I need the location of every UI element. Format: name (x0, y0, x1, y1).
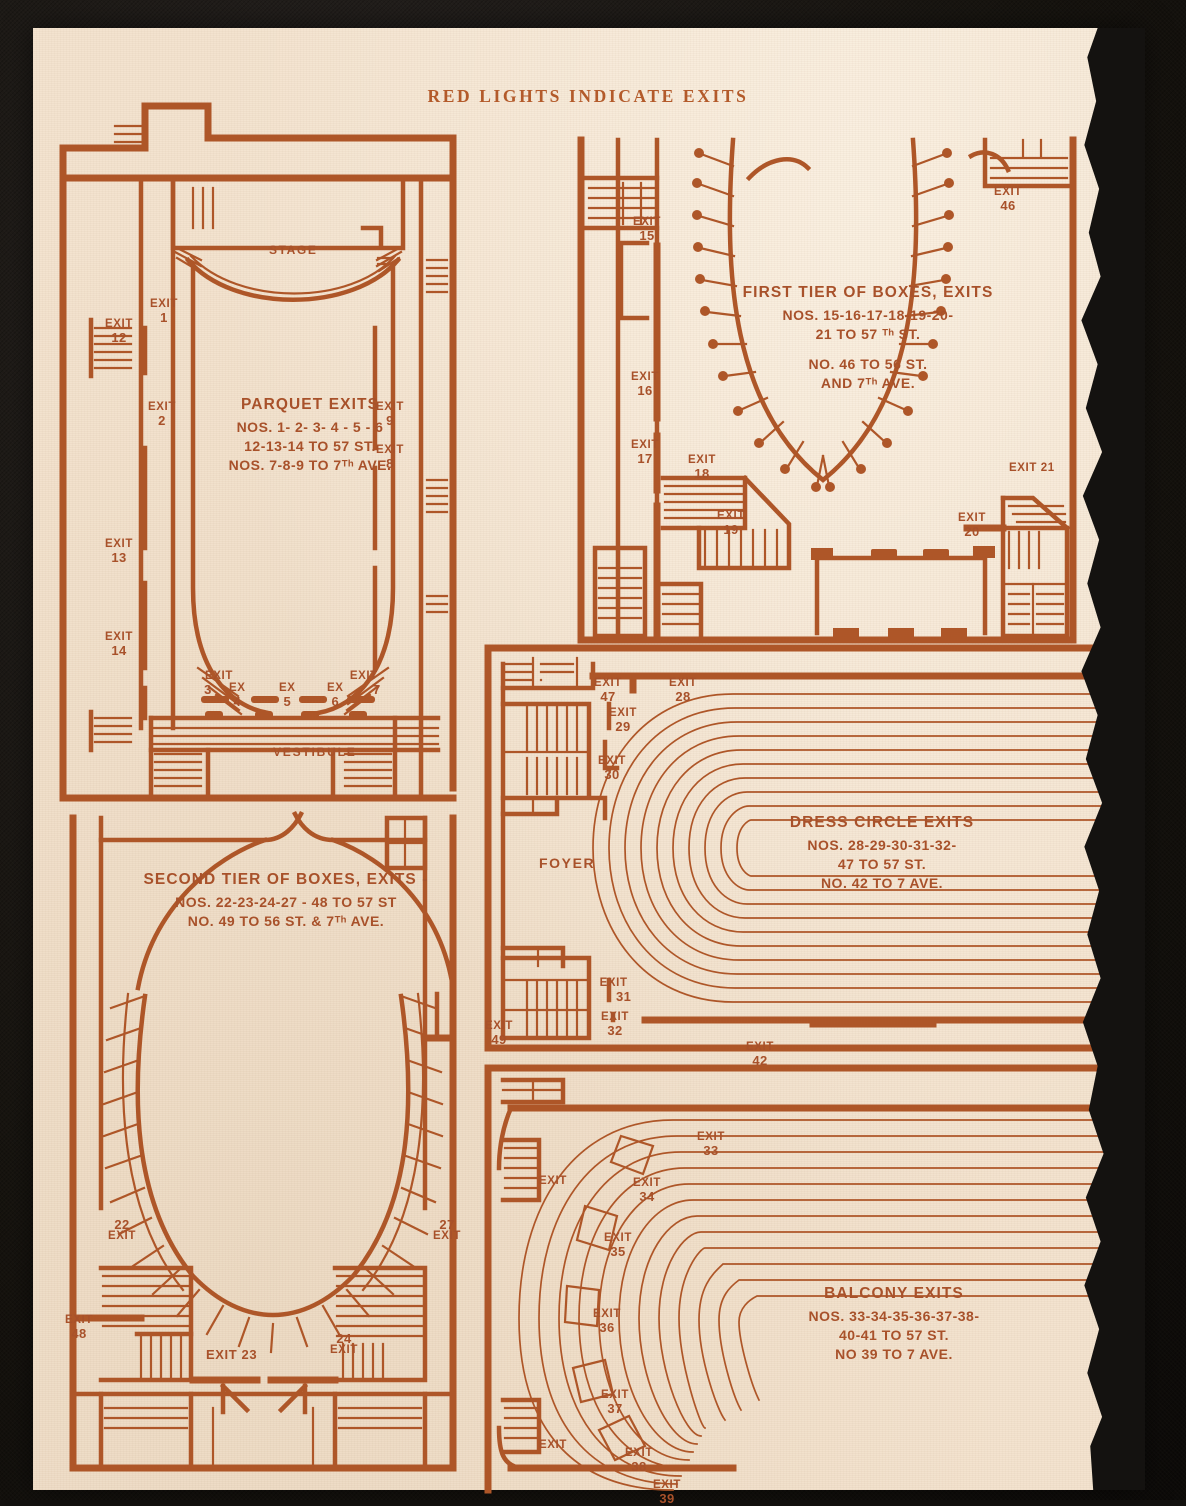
balcony-plan (484, 1064, 1142, 1494)
parquet-caption: PARQUET EXITS NOS. 1- 2- 3- 4 - 5 - 6 12… (228, 396, 392, 473)
exit-label-23: EXIT 23 (206, 1347, 258, 1362)
exit-label-20: EXIT 20 (958, 512, 986, 539)
balcony-caption: BALCONY EXITS NOS. 33-34-35-36-37-38- 40… (808, 1285, 980, 1362)
exit-label-34: EXIT 34 (633, 1177, 661, 1204)
dress-circle-caption: DRESS CIRCLE EXITS NOS. 28-29-30-31-32- … (789, 814, 975, 891)
exit-label-46: EXIT 46 (994, 186, 1022, 213)
exit-label-36: EXIT 36 (593, 1308, 621, 1335)
exit-label-2: EXIT 2 (148, 401, 176, 428)
exit-label-38: EXIT 38 (625, 1447, 653, 1474)
exit-label-12: EXIT 12 (105, 318, 133, 345)
exit-label-47: EXIT 47 (594, 677, 622, 704)
exit-label-37: EXIT 37 (601, 1389, 629, 1416)
exit-label-49: EXIT 49 (485, 1020, 513, 1047)
exit-label-30: EXIT 30 (598, 755, 626, 782)
exit-label-28: EXIT 28 (669, 677, 697, 704)
exit-label-balcony-upper-left: EXIT (539, 1175, 567, 1187)
exit-label-14: EXIT 14 (105, 631, 133, 658)
exit-label-17: EXIT 17 (631, 439, 659, 466)
exit-label-balcony-lower-left: EXIT (539, 1439, 567, 1451)
exit-label-31: EXIT 31 (599, 977, 632, 1004)
exit-label-19: EXIT 19 (717, 510, 745, 537)
exit-label-27: 27 EXIT (433, 1217, 461, 1243)
exit-label-6: EX 6 (327, 682, 344, 709)
exit-label-1: EXIT 1 (150, 298, 178, 325)
page-title: RED LIGHTS INDICATE EXITS (427, 86, 749, 106)
second-tier-caption: SECOND TIER OF BOXES, EXITS - NOS. 22-23… (143, 871, 429, 929)
exit-label-9: EXIT 9 (376, 401, 404, 428)
second-tier-plan (69, 810, 457, 1472)
paper-sheet: RED LIGHTS INDICATE EXITS (33, 28, 1145, 1505)
exit-label-15: EXIT 15 (633, 216, 661, 243)
exit-label-22: 22 EXIT (108, 1217, 136, 1243)
exit-label-3: EXIT 3 (204, 670, 233, 697)
exit-label-21: EXIT 21 (1009, 462, 1055, 474)
exit-label-24: 24 EXIT (330, 1331, 358, 1357)
exit-label-29: EXIT 29 (609, 707, 637, 734)
exit-label-18: EXIT 18 (688, 454, 716, 481)
exit-label-5: EX 5 (279, 682, 296, 709)
exit-label-16: EXIT 16 (631, 371, 659, 398)
exit-label-8: EXIT 8 (376, 444, 404, 471)
exit-label-32: EXIT 32 (601, 1011, 629, 1038)
stage-label: STAGE (269, 243, 318, 257)
exit-label-48: EXIT 48 (65, 1314, 93, 1341)
vestibule-label: VESTIBULE (273, 745, 357, 759)
exit-label-7: EXIT 7 (349, 670, 381, 697)
first-tier-plan (577, 136, 1077, 644)
foyer-label: FOYER (539, 855, 596, 871)
exit-label-42: EXIT 42 (746, 1041, 774, 1068)
floor-plan-drawing (59, 102, 1142, 1494)
parquet-plan (59, 102, 457, 802)
exit-label-39: EXIT 39 (653, 1479, 681, 1506)
exit-label-13: EXIT 13 (105, 538, 133, 565)
first-tier-caption: FIRST TIER OF BOXES, EXITS NOS. 15-16-17… (742, 284, 994, 391)
exit-label-35: EXIT 35 (604, 1232, 632, 1259)
exit-label-4: EX 4 (229, 682, 246, 709)
dress-circle-plan (484, 644, 1142, 1052)
exit-label-33: EXIT 33 (697, 1131, 725, 1158)
